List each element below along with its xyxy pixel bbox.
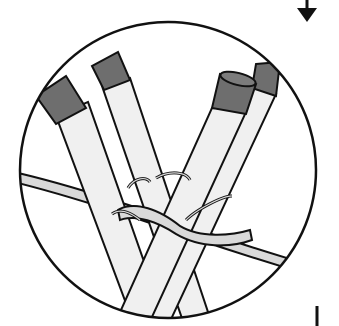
down-arrow-icon xyxy=(297,0,317,22)
